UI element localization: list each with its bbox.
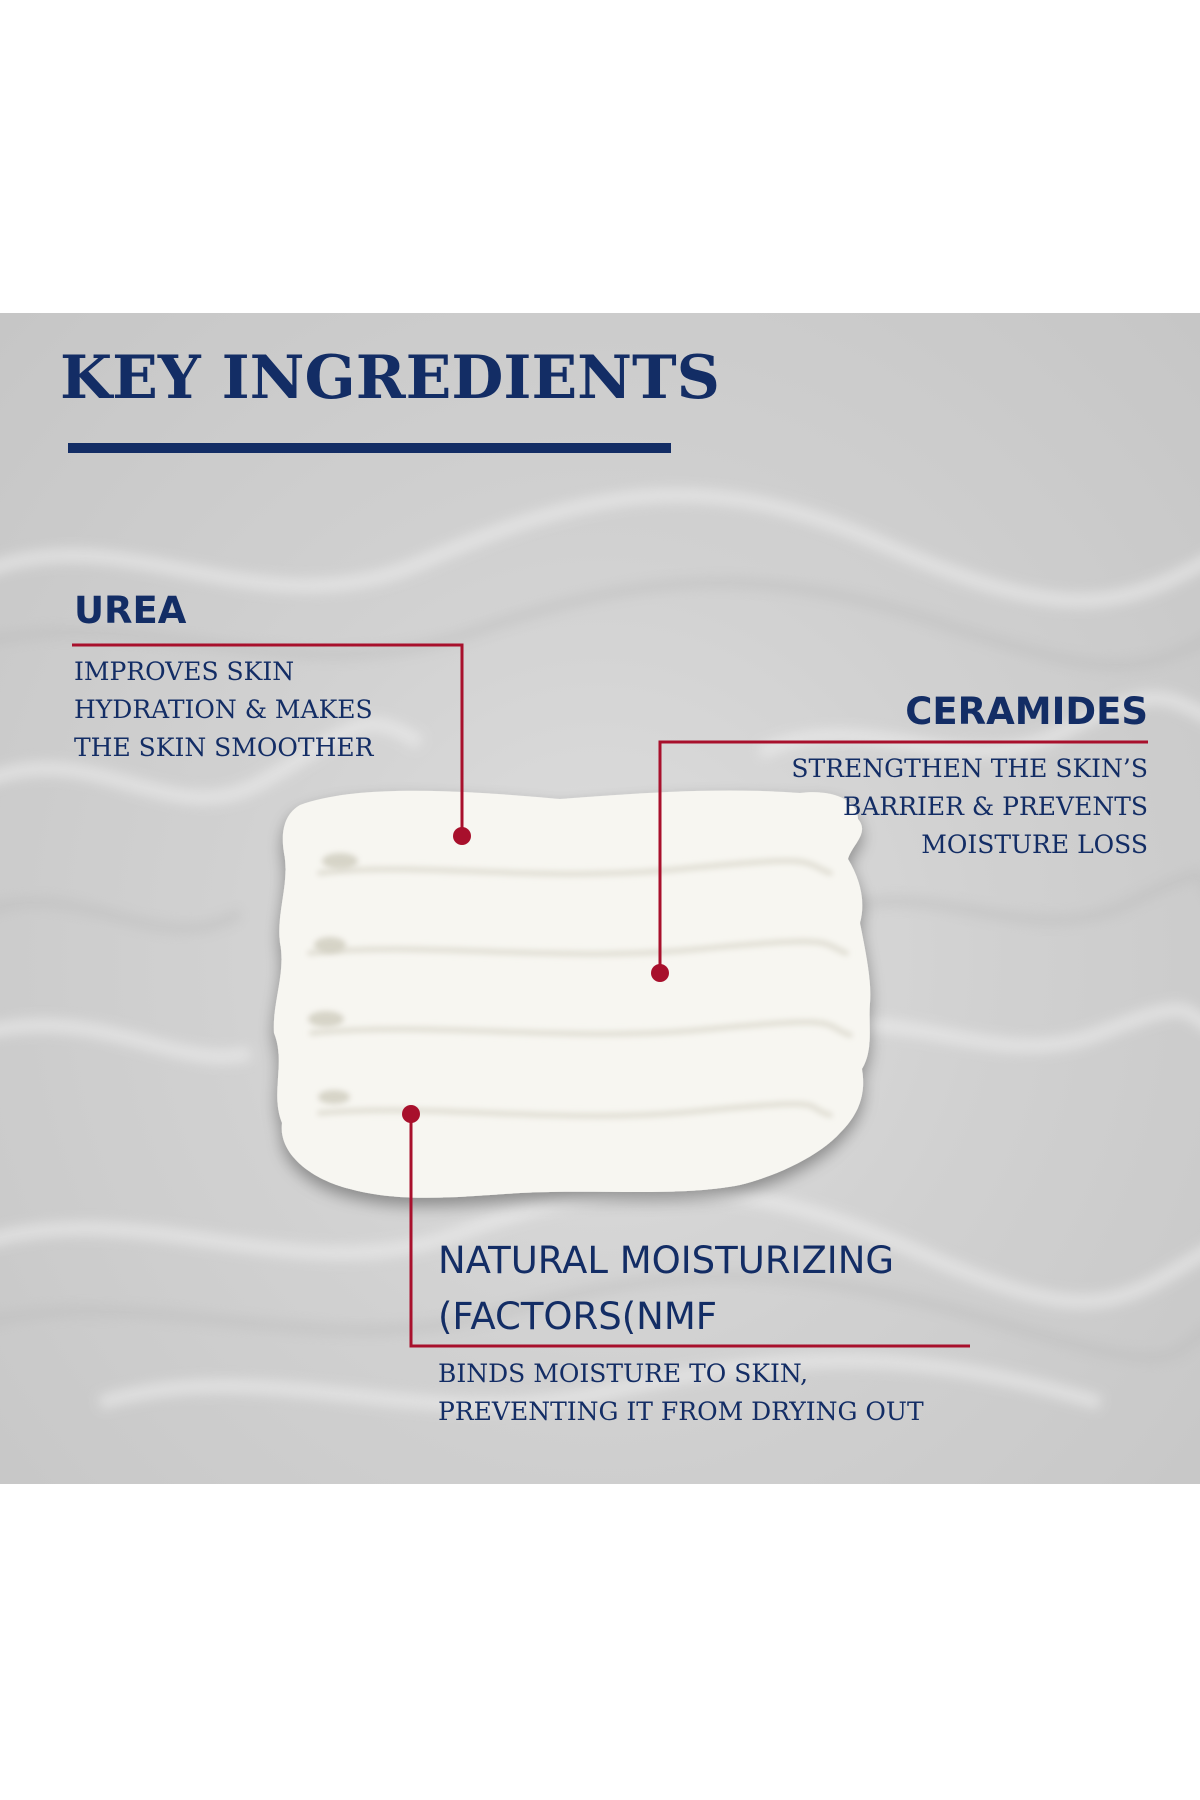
ingredient-description-urea: IMPROVES SKIN HYDRATION & MAKES THE SKIN…	[74, 657, 374, 762]
ingredient-description-nmf: BINDS MOISTURE TO SKIN, PREVENTING IT FR…	[438, 1359, 924, 1426]
ingredient-description-ceramides: STRENGTHEN THE SKIN’S BARRIER & PREVENTS…	[791, 754, 1148, 859]
nmf-marker-dot	[402, 1105, 420, 1123]
ingredient-title-urea: UREA	[74, 589, 187, 632]
ingredient-title-nmf: NATURAL MOISTURIZING (FACTORS(NMF	[438, 1239, 895, 1338]
ingredient-title-ceramides: CERAMIDES	[905, 690, 1148, 733]
urea-marker-dot	[453, 827, 471, 845]
ceramides-marker-dot	[651, 964, 669, 982]
cream-swatch	[273, 790, 871, 1198]
urea-leader-line	[72, 643, 464, 836]
callout-leader-lines	[72, 643, 1148, 1348]
water-ripple-background	[0, 488, 1200, 1412]
page-title: KEY INGREDIENTS	[60, 343, 720, 413]
title-underline	[68, 443, 671, 453]
ingredients-panel: KEY INGREDIENTS UREA IMPROVES SKIN HYDRA…	[0, 313, 1200, 1484]
ceramides-leader-line	[658, 740, 1148, 973]
nmf-leader-line	[409, 1114, 970, 1348]
